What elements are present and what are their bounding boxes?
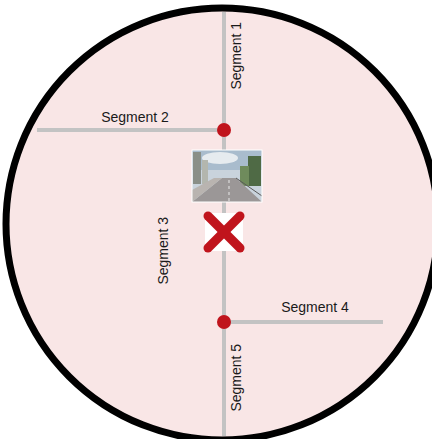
segment-label: Segment 2 [101,110,169,125]
segment-label: Segment 3 [156,217,171,285]
road-lines [37,12,383,436]
area-circle [6,8,432,439]
segment-label: Segment 4 [281,300,349,315]
blocked-mark [205,213,243,251]
segment-label: Segment 5 [229,344,244,412]
segment-label: Segment 1 [229,22,244,90]
street-photo [192,150,262,202]
junction-dot [217,315,231,329]
junction-dot [217,123,231,137]
